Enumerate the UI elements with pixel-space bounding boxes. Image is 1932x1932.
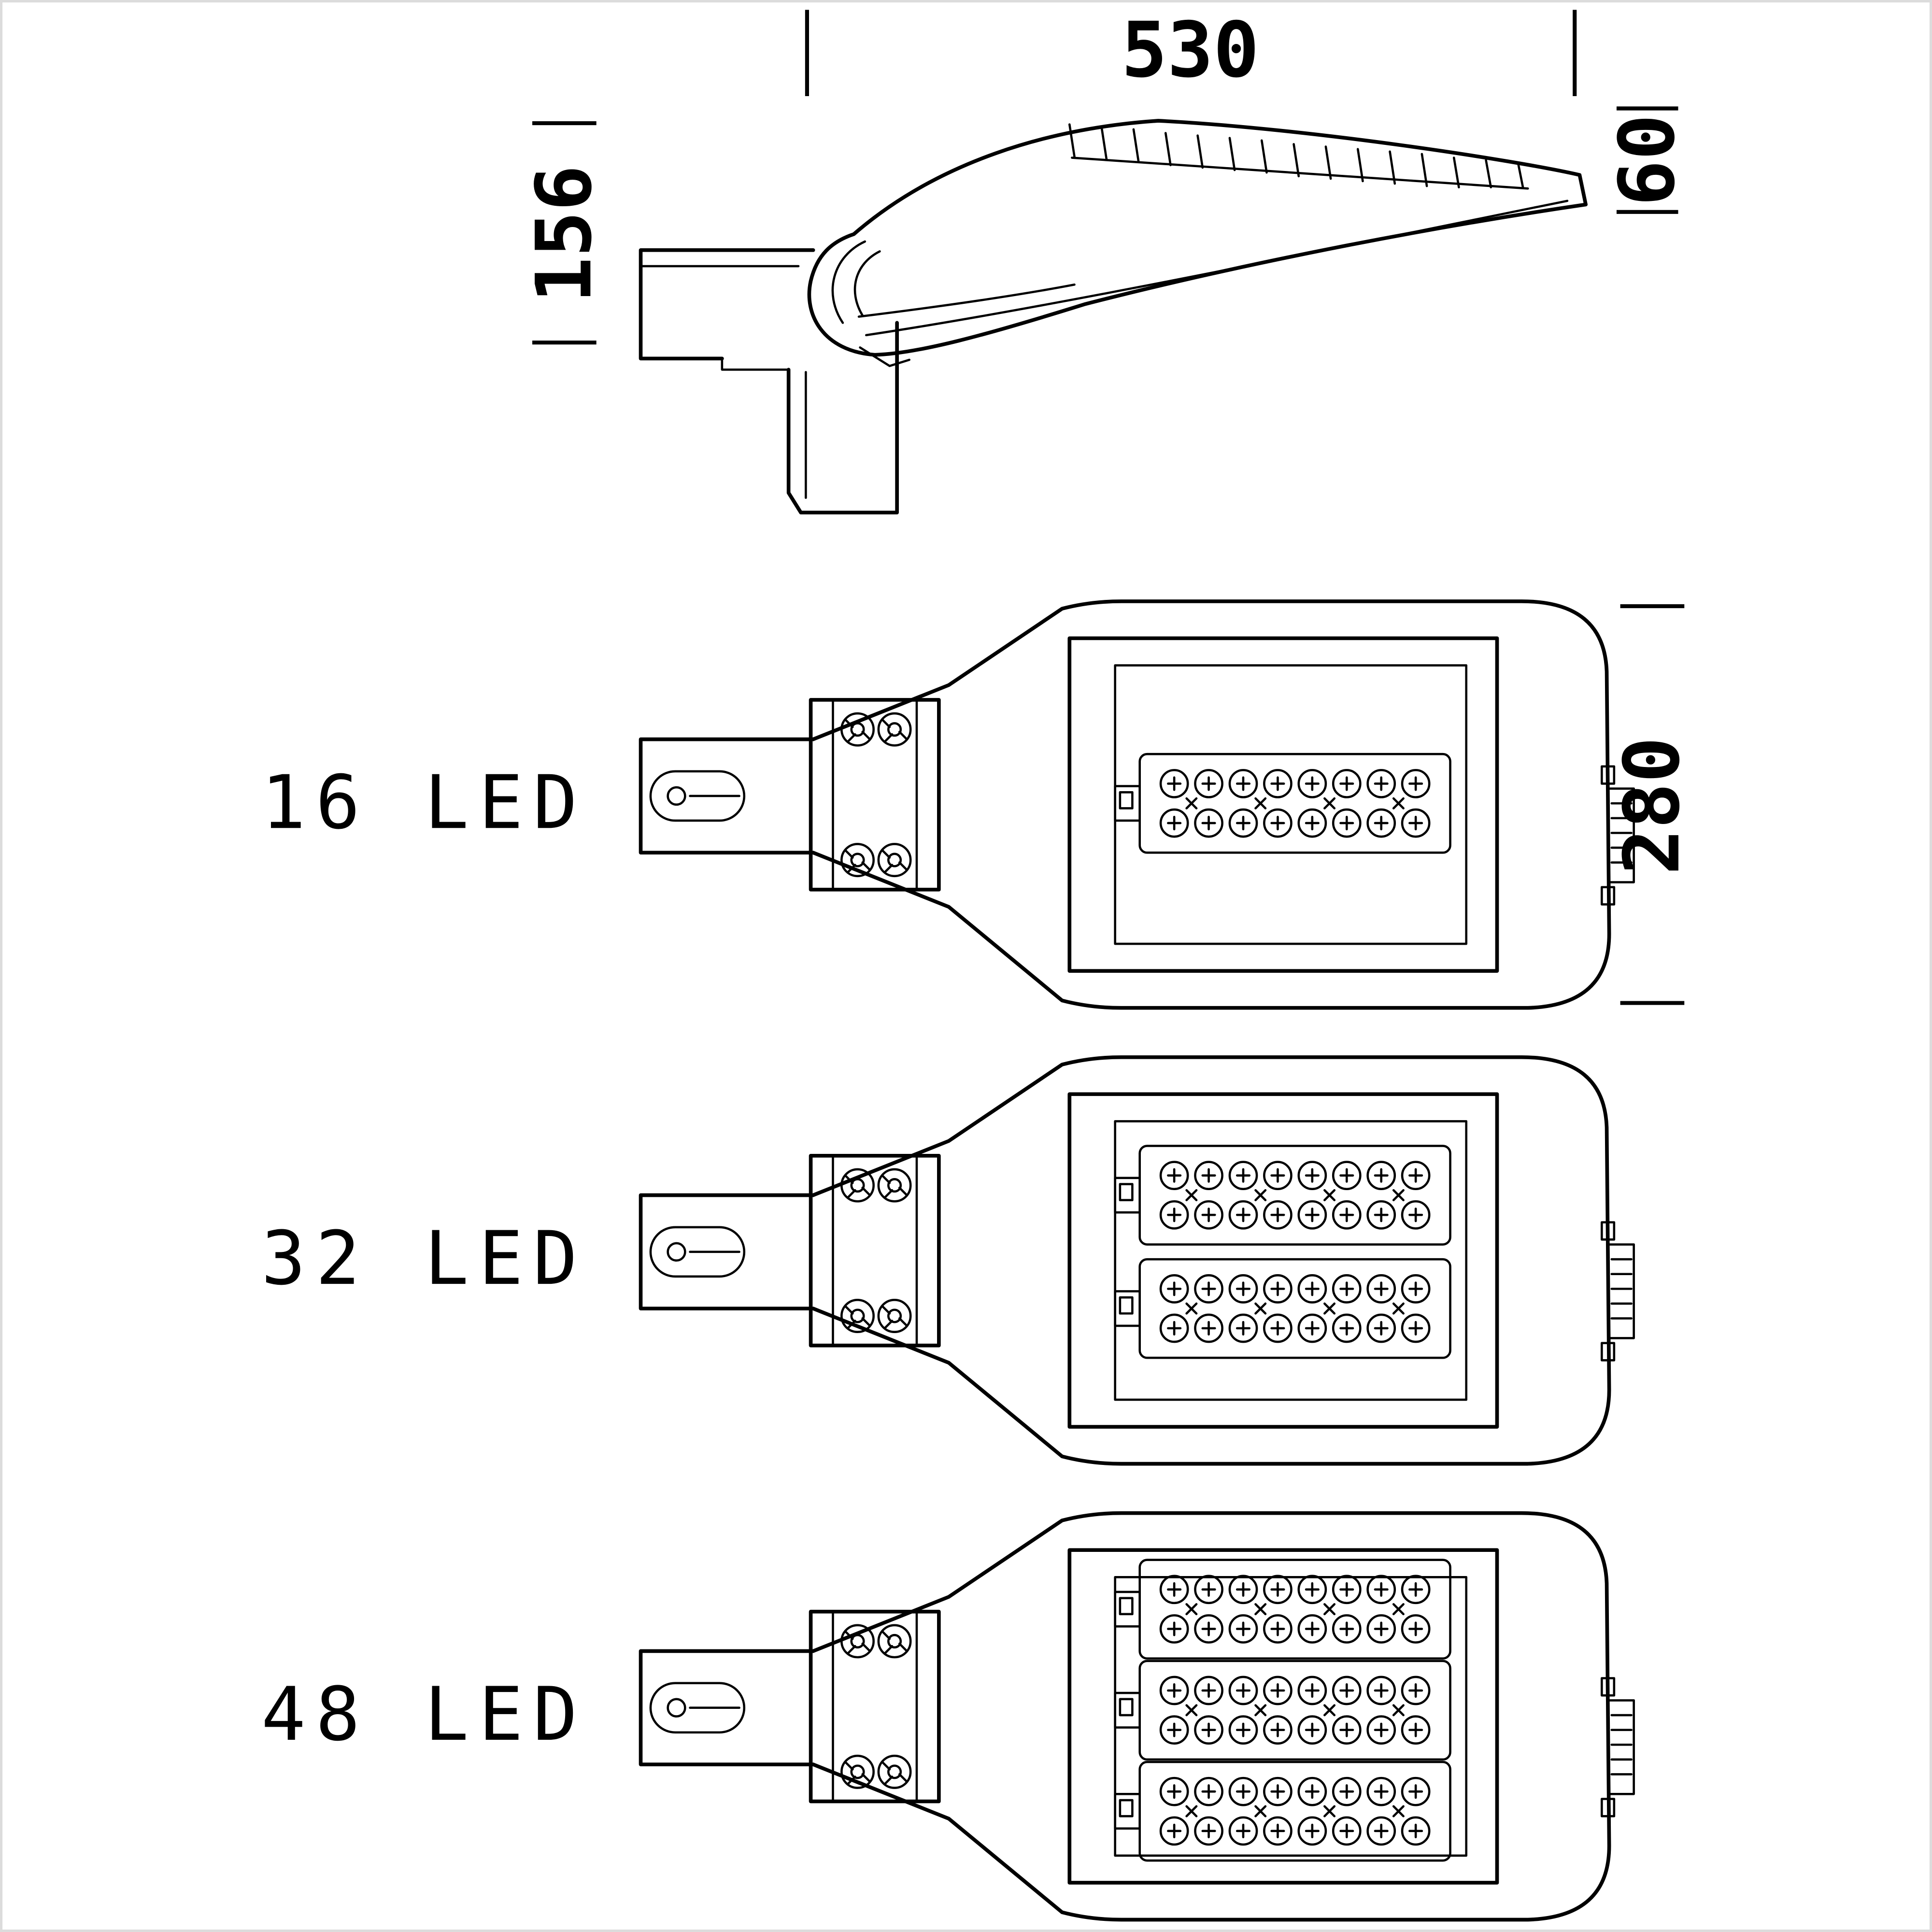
top-view-48-led: [641, 1513, 1634, 1920]
top-view-32-led: [641, 1057, 1634, 1464]
dim-head-height-value: 60: [1603, 114, 1692, 206]
dim-body-width-value: 280: [1608, 737, 1697, 875]
variant-label-48-led: 48 LED: [261, 1672, 587, 1758]
dimension-head-height: 60: [1603, 106, 1692, 214]
dimension-body-width: 280: [1608, 604, 1697, 1005]
dimension-arm-height: 156: [520, 121, 609, 345]
variant-label-16-led: 16 LED: [261, 760, 587, 846]
top-view-16-led: [641, 601, 1634, 1008]
side-view: [639, 119, 1588, 515]
dimension-overall-length: 530: [805, 6, 1577, 96]
dim-arm-height-value: 156: [520, 165, 609, 303]
variant-label-32-led: 32 LED: [261, 1216, 587, 1302]
dim-overall-length-value: 530: [1121, 6, 1259, 95]
